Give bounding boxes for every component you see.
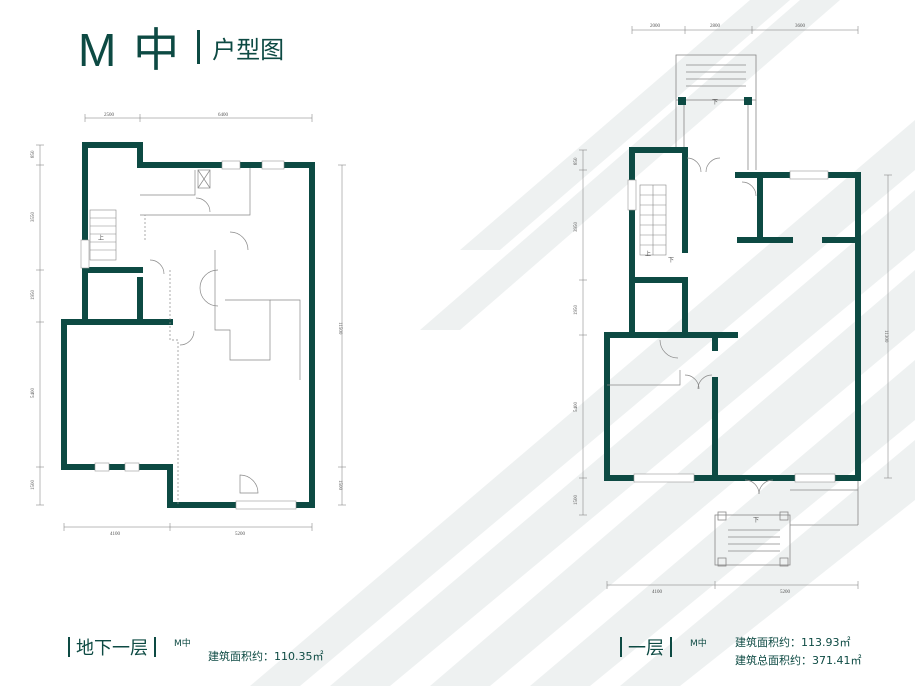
ground-area: 建筑面积约：113.93㎡ [735, 636, 851, 649]
ground-stairs [639, 184, 667, 256]
dim-left-2: 3550 [31, 212, 36, 223]
basement-stair-up-label: 上 [98, 234, 104, 242]
dim-left-1: 850 [31, 150, 36, 158]
model-name: M 中 [78, 24, 182, 76]
dim-left-1: 850 [574, 157, 579, 165]
dim-bottom-2: 5200 [235, 532, 246, 537]
ground-left-dims: 850 3950 1950 5400 1500 11300 [574, 157, 888, 505]
label-divider [154, 637, 156, 657]
dim-left-2: 3950 [574, 222, 579, 233]
basement-interior-lines [140, 168, 301, 505]
basement-walls [61, 142, 315, 508]
ground-top-porch-down-label: 下 [712, 99, 718, 106]
label-divider [620, 637, 622, 657]
dim-top-1: 2000 [650, 24, 661, 29]
ground-type: M中 [690, 639, 707, 649]
ground-porches [675, 54, 859, 566]
page-title: M 中 户型图 [78, 14, 284, 80]
ground-interior-lines [607, 157, 774, 495]
dim-left-4: 5400 [31, 388, 36, 399]
dim-left-4: 5400 [574, 402, 579, 413]
basement-type: M中 [174, 639, 191, 649]
dim-left-5: 1500 [31, 480, 36, 491]
basement-label: 地下一层 M中 [62, 634, 191, 660]
dim-right-1: 11300 [883, 330, 888, 343]
label-divider [68, 637, 70, 657]
title-divider [197, 30, 201, 64]
ground-porch-posts [717, 511, 789, 567]
basement-floor-name: 地下一层 [76, 638, 148, 659]
dim-top-2: 2800 [710, 24, 721, 29]
basement-windows [80, 160, 297, 510]
ground-dimension-lines [579, 26, 892, 589]
dim-top-3: 3600 [795, 24, 806, 29]
dim-left-3: 1950 [574, 305, 579, 316]
dim-right-2: 1500 [337, 480, 342, 491]
dim-top-1: 2500 [104, 113, 115, 118]
dim-top-2: 6400 [218, 113, 229, 118]
total-area: 建筑总面积约：371.41㎡ [735, 654, 862, 667]
dim-bottom-1: 4100 [652, 590, 663, 595]
ground-label: 一层 M中 [614, 634, 707, 660]
label-divider [670, 637, 672, 657]
page-subtitle: 户型图 [212, 35, 285, 64]
basement-stairs [89, 209, 117, 261]
basement-area: 建筑面积约：110.35㎡ [208, 650, 324, 663]
ground-stair-down-label: 下 [668, 257, 674, 264]
basement-dimension-lines [36, 114, 346, 531]
ground-bottom-porch-down-label: 下 [753, 517, 759, 524]
dim-bottom-2: 5200 [780, 590, 791, 595]
ground-walls [604, 147, 861, 481]
ground-stair-up-label: 上 [645, 250, 651, 258]
ground-windows [627, 170, 836, 483]
dim-bottom-1: 4100 [110, 532, 121, 537]
dim-right-1: 11500 [337, 322, 342, 335]
dim-left-3: 1950 [31, 290, 36, 301]
ground-porch-columns [678, 97, 752, 105]
basement-left-dims: 850 3550 1950 5400 1500 11500 1500 [31, 150, 342, 491]
dim-left-5: 1500 [574, 495, 579, 506]
ground-floor-name: 一层 [628, 638, 664, 659]
